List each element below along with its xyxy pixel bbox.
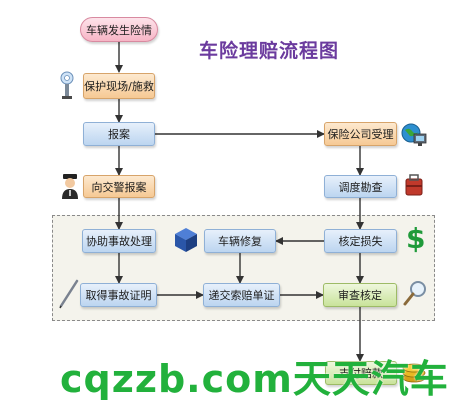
- node-payment: 支付赔款: [325, 361, 397, 385]
- watermark-text: cqzzb.com天天汽车: [60, 357, 449, 401]
- node-report-police: 向交警报案: [83, 175, 155, 198]
- node-assist-handle: 协助事故处理: [82, 229, 156, 253]
- node-survey: 调度勘查: [324, 175, 397, 198]
- node-get-proof: 取得事故证明: [80, 283, 157, 307]
- node-protect-scene: 保护现场/施救: [83, 73, 155, 99]
- dollar-icon: $: [406, 223, 424, 253]
- lighthouse-icon: [60, 71, 74, 99]
- node-assess-loss: 核定损失: [324, 229, 397, 253]
- node-repair: 车辆修复: [204, 229, 276, 253]
- node-submit-docs: 递交索赔单证: [203, 283, 280, 307]
- globe-computer-icon: [401, 123, 427, 146]
- coins-icon: [402, 363, 426, 383]
- diagram-title: 车险理赔流程图: [199, 40, 340, 62]
- svg-text:$: $: [406, 223, 424, 253]
- node-report: 报案: [83, 122, 155, 146]
- node-insurer-accept: 保险公司受理: [324, 122, 397, 146]
- police-icon: [62, 174, 78, 199]
- toolbox-icon: [405, 174, 423, 196]
- magnifier-icon: [403, 281, 426, 306]
- cube-icon: [175, 228, 197, 252]
- pen-icon: [59, 279, 79, 309]
- node-start: 车辆发生险情: [80, 17, 158, 42]
- node-review: 审查核定: [323, 283, 397, 307]
